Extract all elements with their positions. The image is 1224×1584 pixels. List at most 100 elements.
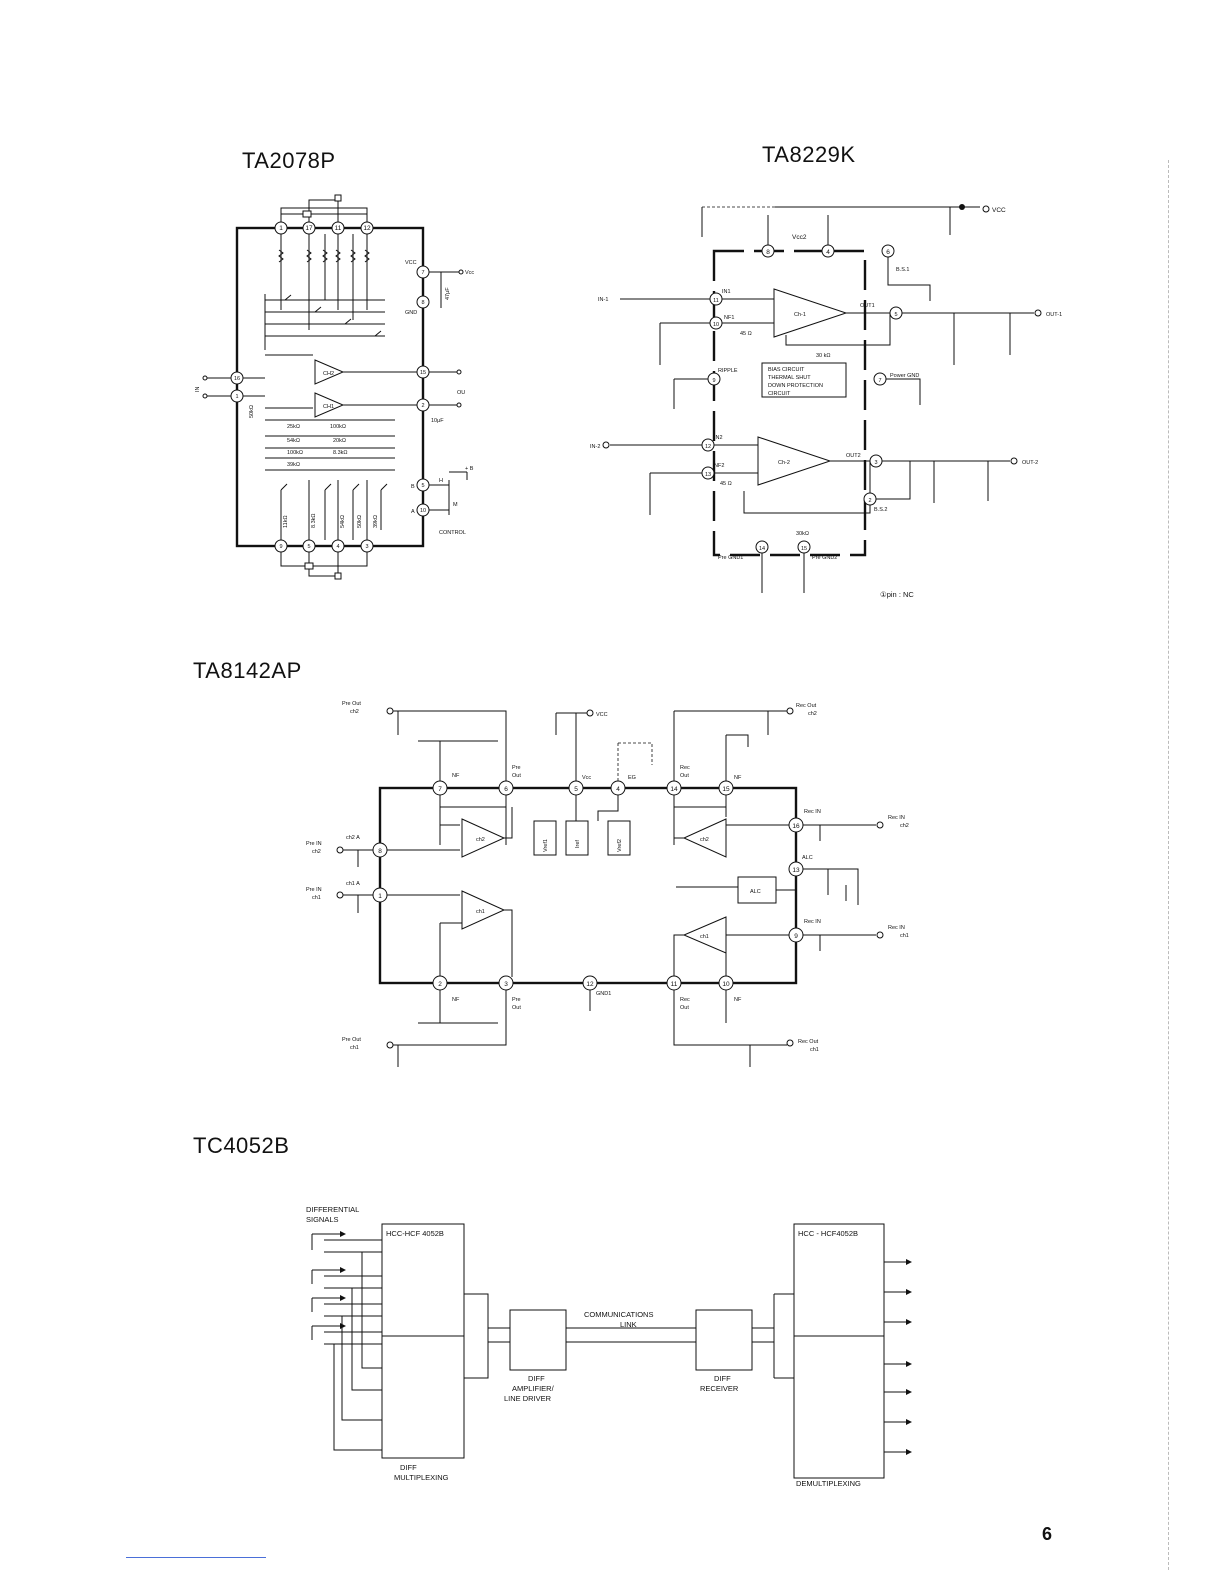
pin-label: 4 bbox=[826, 249, 830, 256]
pin-label: 5 bbox=[574, 786, 578, 793]
ta8229k-diagram: VCC 8 4 Vcc2 6 B.S.1 IN-1 11 IN1 10 NF1 … bbox=[590, 204, 1062, 599]
pin-label: 3 bbox=[365, 544, 368, 550]
nf1-label: NF1 bbox=[724, 315, 734, 321]
pin-label: 6 bbox=[504, 786, 508, 793]
ch1a-label: ch1 A bbox=[346, 881, 360, 887]
cap-label: 10μF bbox=[431, 418, 444, 424]
pin-label: 6 bbox=[886, 249, 890, 256]
pregnd1-label: Pre GND1 bbox=[718, 555, 743, 561]
control-label: CONTROL bbox=[439, 530, 466, 536]
pre-out-b-label: Out bbox=[512, 1005, 521, 1011]
pin-label: 5 bbox=[894, 312, 897, 318]
page-edge-line bbox=[1168, 160, 1169, 1570]
ta8142ap-diagram: Pre Out ch2 VCC Rec Out ch2 7 6 5 4 14 1… bbox=[306, 701, 909, 1067]
diff-mux-label: MULTIPLEXING bbox=[394, 1473, 449, 1482]
res-label: 8.3kΩ bbox=[311, 513, 317, 528]
title-ta8142ap: TA8142AP bbox=[193, 658, 302, 683]
amp-ch1-label: CH1 bbox=[323, 404, 334, 410]
rec-out-b-label: Out bbox=[680, 1005, 689, 1011]
diff-recv-label: RECEIVER bbox=[700, 1384, 739, 1393]
amp-ch1-pre bbox=[461, 890, 506, 930]
diff-signals-label: DIFFERENTIAL bbox=[306, 1205, 359, 1214]
iref-label: Iref bbox=[575, 840, 581, 848]
pin-label: 15 bbox=[801, 546, 807, 552]
pin-label: 11 bbox=[671, 981, 678, 988]
rec-out-label: Out bbox=[680, 773, 689, 779]
res-label: 11kΩ bbox=[283, 515, 289, 528]
in1-label: IN1 bbox=[722, 289, 731, 295]
tc4052b-diagram: DIFFERENTIAL SIGNALS HCC-HCF 4052B COMMU… bbox=[306, 1205, 912, 1488]
power-gnd-label: Power GND bbox=[890, 373, 919, 379]
res-label: 100kΩ bbox=[287, 450, 303, 456]
pin-label: 2 bbox=[421, 403, 424, 409]
vref2-label: Vref2 bbox=[617, 839, 623, 852]
in1-ext-label: IN-1 bbox=[598, 297, 608, 303]
res-label: 50kΩ bbox=[357, 515, 363, 528]
nf-r-label: NF bbox=[734, 775, 742, 781]
pin-label: 10 bbox=[713, 322, 719, 328]
pin-label: 8 bbox=[421, 300, 424, 306]
pin-label: 9 bbox=[712, 378, 715, 384]
pin-label: 17 bbox=[305, 225, 313, 232]
pin-label: 12 bbox=[586, 981, 594, 988]
vref1-block bbox=[533, 820, 557, 856]
rec-out-label: Rec bbox=[680, 765, 690, 771]
pin-label: 8 bbox=[378, 848, 382, 855]
amp-ch2 bbox=[314, 359, 345, 385]
in2-ext-label: IN-2 bbox=[590, 444, 600, 450]
res30k2-label: 30kΩ bbox=[796, 531, 809, 537]
pin-label: 13 bbox=[792, 867, 800, 874]
pre-out-ch2-label: ch2 bbox=[350, 709, 359, 715]
pre-out-ch2-label: Pre Out bbox=[342, 701, 361, 707]
title-ta8229k: TA8229K bbox=[762, 142, 856, 167]
res-label: 20kΩ bbox=[333, 438, 346, 444]
res-label: 39kΩ bbox=[287, 462, 300, 468]
rec-in-ch1-label: Rec IN bbox=[888, 925, 905, 931]
pre-in-ch1-label: Pre IN bbox=[306, 887, 322, 893]
pin-label: 1 bbox=[279, 225, 283, 232]
vcc-label: Vcc bbox=[465, 270, 474, 276]
title-tc4052b: TC4052B bbox=[193, 1133, 290, 1158]
iref-block bbox=[565, 820, 589, 856]
pre-out-label: Out bbox=[512, 773, 521, 779]
out2-label: OUT2 bbox=[846, 453, 861, 459]
b-label: B bbox=[411, 484, 415, 490]
res-label: 54kΩ bbox=[287, 438, 300, 444]
pin-label: 7 bbox=[421, 270, 424, 276]
bs1-label: B.S.1 bbox=[896, 267, 909, 273]
right-chip-label: HCC - HCF4052B bbox=[798, 1229, 858, 1238]
diff-amp-label: AMPLIFIER/ bbox=[512, 1384, 555, 1393]
amp-ch2-pre bbox=[461, 818, 506, 858]
amp-ch2-rec bbox=[682, 818, 727, 858]
gnd1-label: GND1 bbox=[596, 991, 611, 997]
alc-pin-label: ALC bbox=[802, 855, 813, 861]
vcc-ext-label: VCC bbox=[596, 712, 608, 718]
diff-receiver-block bbox=[695, 1309, 753, 1371]
alc-label: ALC bbox=[750, 889, 761, 895]
res30k-label: 30 kΩ bbox=[816, 353, 831, 359]
h-label: H bbox=[439, 478, 443, 484]
rec-in-label: Rec IN bbox=[804, 809, 821, 815]
pin-label: 4 bbox=[336, 544, 339, 550]
pin-label: 1 bbox=[235, 394, 238, 400]
rec-out-ch2-label: ch2 bbox=[808, 711, 817, 717]
pre-out-ch1-label: Pre Out bbox=[342, 1037, 361, 1043]
diff-amp-label: DIFF bbox=[528, 1374, 545, 1383]
alc-block bbox=[737, 876, 777, 904]
rec-out-b-label: Rec bbox=[680, 997, 690, 1003]
in-label: IN bbox=[195, 386, 201, 392]
pin-label: 10 bbox=[420, 508, 426, 514]
pin-label: 15 bbox=[420, 370, 426, 376]
res45b-label: 45 Ω bbox=[720, 481, 732, 487]
nf-b-r-label: NF bbox=[734, 997, 742, 1003]
bias-line: BIAS CIRCUIT bbox=[768, 367, 805, 373]
pregnd2-label: Pre GND2 bbox=[812, 555, 837, 561]
page-number: 6 bbox=[1042, 1524, 1053, 1544]
pin-label: 10 bbox=[722, 981, 730, 988]
bs2-label: B.S.2 bbox=[874, 507, 887, 513]
eg-label: EG bbox=[628, 775, 636, 781]
pin-label: 5 bbox=[307, 544, 310, 550]
rec-in-ch2-label: ch2 bbox=[900, 823, 909, 829]
pin-label: 5 bbox=[421, 483, 424, 489]
bias-line: CIRCUIT bbox=[768, 391, 791, 397]
